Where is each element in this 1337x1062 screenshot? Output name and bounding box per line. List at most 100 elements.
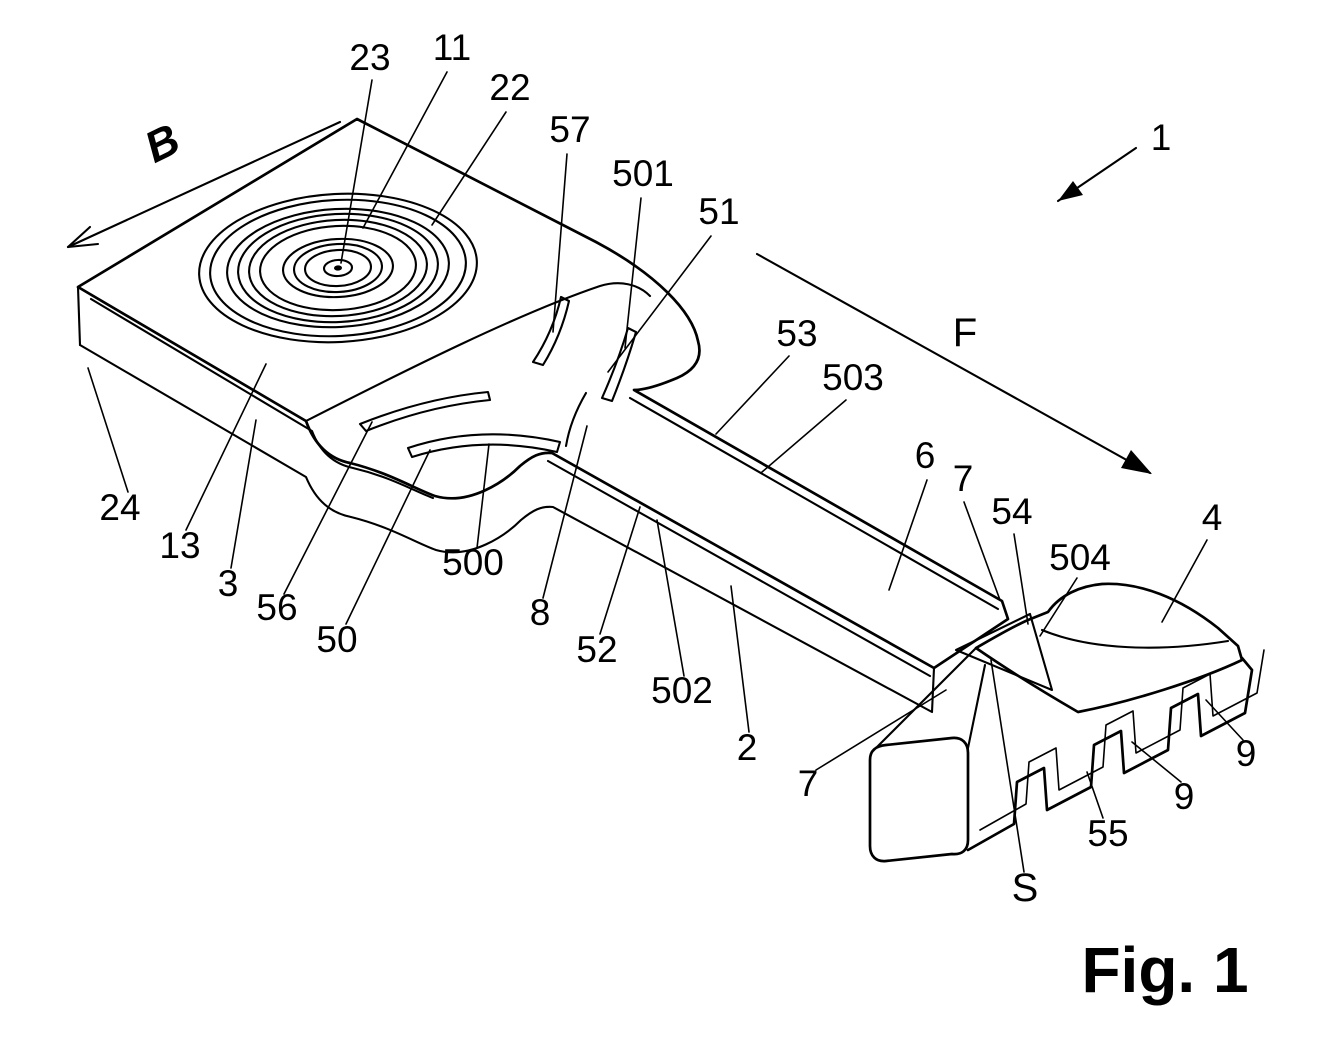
arrow-b-head <box>66 225 100 249</box>
leader-11 <box>362 71 448 229</box>
coil-ring <box>322 258 354 278</box>
leader-51 <box>607 235 712 373</box>
leader-9b <box>1131 741 1182 783</box>
coil-rings <box>198 192 478 344</box>
leader-lines <box>87 71 1244 873</box>
label-13: 13 <box>159 525 200 566</box>
leader-55 <box>1086 771 1104 819</box>
label-52: 52 <box>576 629 617 670</box>
plate-fold-line <box>304 282 652 423</box>
label-23: 23 <box>349 37 390 78</box>
leader-4 <box>1161 539 1208 623</box>
side-wall-bottom-edge <box>78 343 936 714</box>
block-hump-base-line <box>1040 628 1230 649</box>
coil-ring <box>259 224 417 312</box>
leader-56 <box>283 421 373 595</box>
block-and-teeth <box>868 582 1265 863</box>
arrow-1-head <box>1058 181 1083 201</box>
label-axis-f: F <box>953 311 977 355</box>
label-8: 8 <box>530 592 551 633</box>
label-9b: 9 <box>1174 776 1195 817</box>
block-left-face <box>868 736 970 863</box>
pointed-wedge-s <box>954 612 1054 692</box>
arm-bottom-inner-edge <box>546 459 932 678</box>
label-1: 1 <box>1151 117 1172 158</box>
leader-13 <box>185 363 267 531</box>
coil-ring <box>282 237 394 299</box>
leader-22 <box>431 111 507 226</box>
teeth-battlement-front <box>966 656 1254 852</box>
leader-504 <box>1039 577 1078 637</box>
label-501: 501 <box>612 153 674 194</box>
slot-56 <box>358 390 492 433</box>
leader-6 <box>888 479 928 591</box>
coil-ring <box>303 248 373 288</box>
label-6: 6 <box>915 435 936 476</box>
block-face-connector <box>966 663 987 750</box>
leader-9a <box>1205 699 1244 741</box>
label-3: 3 <box>218 563 239 604</box>
arm-top-inner-edge <box>628 396 1000 611</box>
label-55: 55 <box>1087 813 1128 854</box>
rim-inner-edge <box>89 297 435 500</box>
block-left-edge <box>870 646 978 754</box>
leader-57 <box>552 153 568 333</box>
label-502: 502 <box>651 670 713 711</box>
leader-23 <box>340 79 373 264</box>
arrow-f-shaft <box>755 252 1152 475</box>
label-2: 2 <box>737 727 758 768</box>
label-7b: 7 <box>953 458 974 499</box>
label-axis-b: B <box>137 115 187 173</box>
arrow-f-head <box>1121 450 1152 474</box>
leader-50 <box>345 449 431 625</box>
figure-caption: Fig. 1 <box>1081 934 1248 1006</box>
coil-ring <box>198 192 478 344</box>
arrow-b-shaft <box>66 120 342 249</box>
coil-ring <box>209 198 467 338</box>
leader-7a <box>815 689 947 771</box>
slot-51-501 <box>600 326 638 403</box>
leader-500 <box>476 443 490 549</box>
label-53: 53 <box>776 313 817 354</box>
teeth-battlement-back <box>979 649 1265 831</box>
coil-ring <box>292 242 384 294</box>
slot-500 <box>406 433 562 459</box>
label-9a: 9 <box>1236 733 1257 774</box>
label-54: 54 <box>991 491 1032 532</box>
slots <box>358 295 638 459</box>
device-body <box>76 117 1010 714</box>
label-22: 22 <box>489 67 530 108</box>
label-57: 57 <box>549 109 590 150</box>
label-7a: 7 <box>798 763 819 804</box>
label-24: 24 <box>99 487 140 528</box>
label-51: 51 <box>698 191 739 232</box>
leader-502 <box>656 519 685 677</box>
leader-54 <box>1013 533 1029 625</box>
leader-503 <box>761 399 847 473</box>
label-56: 56 <box>256 587 297 628</box>
coil-ring <box>248 218 428 318</box>
label-504: 504 <box>1049 537 1111 578</box>
label-4: 4 <box>1202 497 1223 538</box>
leader-53 <box>715 355 790 435</box>
leader-501 <box>624 197 642 349</box>
block-top-face <box>974 582 1244 714</box>
label-s: S <box>1012 866 1039 910</box>
leader-8 <box>542 425 588 599</box>
side-wall-left-edge <box>76 285 82 347</box>
direction-arrows <box>66 120 1152 475</box>
arm-lines <box>546 396 1000 678</box>
label-11: 11 <box>433 27 471 68</box>
leader-s <box>990 659 1025 873</box>
leader-7b <box>963 501 1001 601</box>
neck-contour-line <box>564 391 588 448</box>
slot-57 <box>531 295 571 367</box>
label-503: 503 <box>822 357 884 398</box>
leader-3 <box>230 419 257 569</box>
label-50: 50 <box>316 619 357 660</box>
coil-ring <box>226 207 450 329</box>
coil-center-dot <box>334 265 342 271</box>
leader-24 <box>87 367 129 493</box>
